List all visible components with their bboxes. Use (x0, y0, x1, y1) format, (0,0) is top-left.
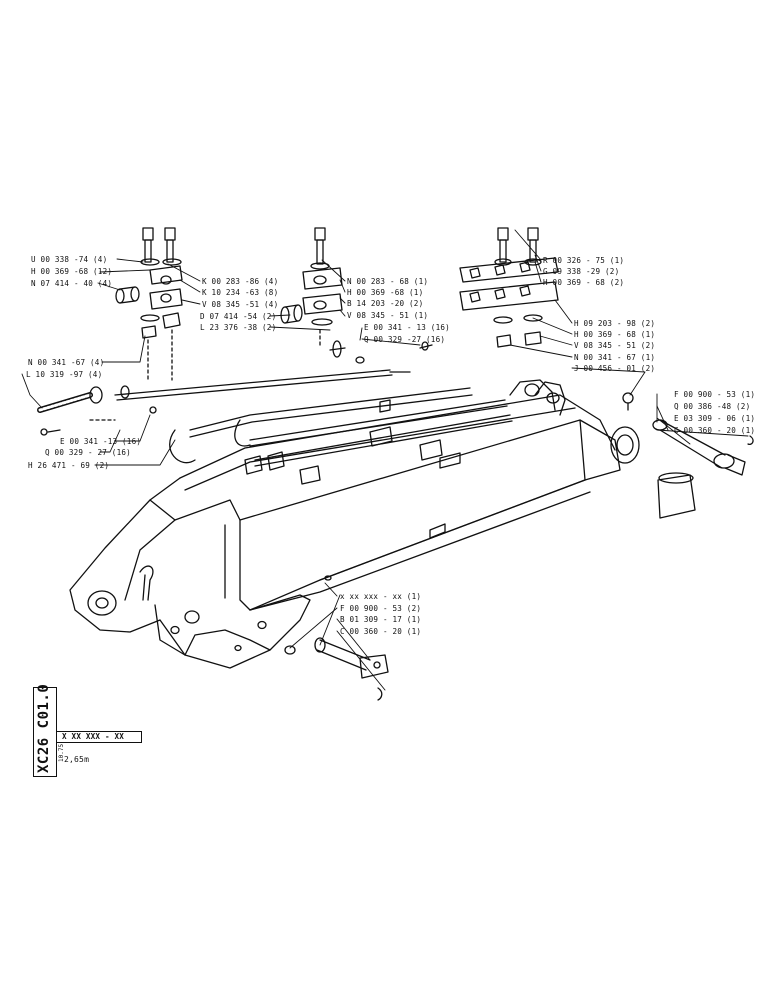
ref-divider (56, 741, 58, 775)
label-h00-369-12: H 00 369 -68 (12) (31, 267, 113, 276)
label-h00-369-1a: H 00 369 -68 (1) (347, 288, 424, 297)
label-c00-360-1b: C 00 360 - 20 (1) (340, 627, 422, 636)
label-e03-309: E 03 309 - 06 (1) (674, 414, 756, 423)
label-u00-338: U 00 338 -74 (4) (31, 255, 108, 264)
label-c00-360-1a: C 00 360 - 20 (1) (674, 426, 756, 435)
label-b01-309: B 01 309 - 17 (1) (340, 615, 422, 624)
label-n00-283: N 00 283 - 68 (1) (347, 277, 429, 286)
label-j00-456: J 00 456 - 01 (2) (574, 364, 656, 373)
description: 2,65m (64, 755, 90, 764)
part-number: X XX XXX - XX (62, 732, 125, 741)
label-h00-369-2: H 00 369 - 68 (2) (543, 278, 625, 287)
label-q00-329-16a: Q 00 329 -27 (16) (364, 335, 446, 344)
label-v08-345-2: V 08 345 - 51 (2) (574, 341, 656, 350)
label-l23-376: L 23 376 -38 (2) (200, 323, 277, 332)
label-f00-900-2: F 00 900 - 53 (2) (340, 604, 422, 613)
label-e00-341-16b: E 00 341 -13 (16) (60, 437, 142, 446)
label-h00-369-1b: H 00 369 - 68 (1) (574, 330, 656, 339)
boom-body (69, 379, 640, 669)
label-k00-283-4: K 00 283 -86 (4) (202, 277, 279, 286)
clamp-group-left (115, 227, 183, 381)
label-x-xx: x xx xxx - xx (1) (340, 592, 422, 601)
label-v08-345-4: V 08 345 -51 (4) (202, 300, 279, 309)
hose-clamps (244, 399, 461, 485)
part-number-box (56, 731, 142, 743)
label-d07-414: D 07 414 -54 (2) (200, 312, 277, 321)
label-q00-329-16b: Q 00 329 - 27 (16) (45, 448, 131, 457)
right-pin-assembly (622, 392, 754, 519)
bottom-pin-assembly (284, 637, 389, 701)
label-n00-341-1: N 00 341 - 67 (1) (574, 353, 656, 362)
label-b14-203: B 14 203 -20 (2) (347, 299, 424, 308)
label-v08-345-1: V 08 345 - 51 (1) (347, 311, 429, 320)
label-f00-900-1: F 00 900 - 53 (1) (674, 390, 756, 399)
label-n00-341-4: N 00 341 -67 (4) (28, 358, 105, 367)
label-h26-471: H 26 471 - 69 (2) (28, 461, 110, 470)
label-e00-341-16a: E 00 341 - 13 (16) (364, 323, 450, 332)
hose-pipes (114, 369, 513, 467)
label-n07-414: N 07 414 - 40 (4) (31, 279, 113, 288)
label-l10-319: L 10 319 -97 (4) (26, 370, 103, 379)
label-h09-203: H 09 203 - 98 (2) (574, 319, 656, 328)
label-k10-234: K 10 234 -63 (8) (202, 288, 279, 297)
label-r00-326: R 00 326 - 75 (1) (543, 256, 625, 265)
label-q00-386: Q 00 386 -48 (2) (674, 402, 751, 411)
hose-and-bolts (37, 385, 157, 436)
label-g09-338: G 09 338 -29 (2) (543, 267, 620, 276)
drawing-code: XC26 C01.0 (36, 683, 52, 773)
leader-lines (21, 229, 749, 691)
clamp-group-right (459, 227, 559, 348)
